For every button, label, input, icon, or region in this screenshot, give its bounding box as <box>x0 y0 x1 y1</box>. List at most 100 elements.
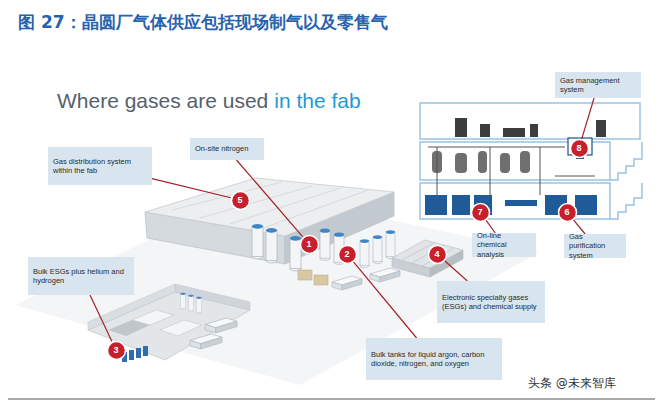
stairs <box>610 142 642 180</box>
roof-line <box>200 186 312 218</box>
callout-number: 3 <box>107 341 126 360</box>
callout-box: On-line chemical analysis <box>472 233 536 257</box>
yard-wall <box>175 284 250 310</box>
leader-line <box>444 260 467 281</box>
gas-tank <box>386 230 395 259</box>
callout-number-text: 2 <box>344 250 349 259</box>
callout-box: Gas management system <box>555 72 641 98</box>
building-roof <box>145 178 394 236</box>
analyzer-unit <box>505 200 537 206</box>
callout-text: Gas purification system <box>569 232 621 260</box>
callout-circle <box>300 235 318 253</box>
callout-number: 2 <box>338 245 357 264</box>
hydrogen-rack <box>136 348 141 358</box>
truck <box>190 334 222 349</box>
gas-tank <box>373 235 382 264</box>
storage-box <box>314 275 328 285</box>
gas-cylinder <box>520 151 530 173</box>
leader-line <box>152 179 231 198</box>
equipment <box>503 128 525 137</box>
callout-text: On-line chemical analysis <box>477 231 531 259</box>
roof-line <box>172 182 282 210</box>
truck <box>370 268 400 282</box>
pipe <box>428 146 565 147</box>
callout-number-text: 6 <box>564 208 569 217</box>
callout-circle <box>338 245 356 263</box>
pipe <box>540 147 541 195</box>
pipe <box>437 147 438 195</box>
watermark: 头条 @未来智库 <box>528 375 616 392</box>
callout-text: Bulk ESGs plus helium and hydrogen <box>33 267 129 286</box>
callout-circle <box>471 203 489 221</box>
callout-text: Gas distribution system within the fab <box>53 157 147 176</box>
callout-number: 5 <box>231 191 250 210</box>
callout-number: 1 <box>300 235 319 254</box>
purifier-unit <box>425 195 447 215</box>
callout-circle <box>428 245 446 263</box>
gas-cylinder <box>478 151 487 173</box>
callout-circle <box>107 341 125 359</box>
bottom-rule <box>8 399 655 400</box>
callout-box: Gas distribution system within the fab <box>48 147 152 185</box>
equipment <box>530 124 538 137</box>
leader-line <box>353 261 417 338</box>
gas-tank <box>360 239 369 268</box>
callout-number: 8 <box>570 139 589 158</box>
gas-cylinder <box>188 295 193 312</box>
equipment <box>596 120 606 137</box>
hydrogen-rack <box>143 346 148 356</box>
pipe <box>555 176 595 177</box>
pipe <box>490 147 491 195</box>
callout-box: Bulk tanks for liquid argon, carbon diox… <box>366 338 502 380</box>
leader-line <box>582 98 594 139</box>
headline-text: Where gases are used <box>57 89 268 113</box>
purifier-unit <box>575 195 597 215</box>
figure-title: 图 27：晶圆厂气体供应包括现场制气以及零售气 <box>18 11 388 34</box>
gas-tank <box>266 228 277 263</box>
gas-tank <box>252 224 263 259</box>
gas-tank <box>290 236 301 271</box>
gas-cylinder <box>196 297 201 314</box>
roof-line <box>258 190 368 230</box>
callout-number-text: 3 <box>113 346 118 355</box>
callout-text: Bulk tanks for liquid argon, carbon diox… <box>371 350 497 369</box>
gas-cylinder <box>180 293 185 310</box>
gas-cylinder <box>500 153 510 173</box>
schematic-frame <box>420 103 640 139</box>
headline-highlight: in the fab <box>274 89 360 113</box>
callout-text: On-site nitrogen <box>195 144 248 153</box>
purifier-unit <box>452 195 470 215</box>
callout-circle <box>558 203 576 221</box>
leader-line <box>90 295 112 341</box>
headline: Where gases are usedin the fab <box>57 89 361 113</box>
callout-box: Gas purification system <box>564 234 626 258</box>
esg-building <box>392 240 463 268</box>
equipment <box>480 124 490 137</box>
gas-tank <box>320 229 330 261</box>
callout-number-text: 8 <box>576 144 581 153</box>
callout-circle <box>570 139 588 157</box>
stairs <box>610 183 642 219</box>
schematic-frame <box>420 183 610 219</box>
yard-block <box>160 320 202 336</box>
truck <box>205 318 237 333</box>
callout-circle <box>231 191 249 209</box>
truck <box>332 276 362 290</box>
callout-box: Electronic specialty gases (ESGs) and ch… <box>437 281 545 323</box>
leader-line <box>573 219 585 234</box>
callout-box: Bulk ESGs plus helium and hydrogen <box>28 257 134 295</box>
hydrogen-rack <box>129 350 134 360</box>
callout-number: 7 <box>471 203 490 222</box>
callout-box: On-site nitrogen <box>190 138 264 160</box>
callout-text: Electronic specialty gases (ESGs) and ch… <box>442 293 540 312</box>
equipment <box>455 118 467 137</box>
callout-number: 6 <box>558 203 577 222</box>
callout-number-text: 4 <box>434 250 439 259</box>
callout-number-text: 5 <box>237 196 242 205</box>
callout-number-text: 7 <box>477 208 482 217</box>
storage-box <box>298 270 312 280</box>
callout-number-text: 1 <box>306 240 311 249</box>
callout-text: Gas management system <box>560 76 636 95</box>
